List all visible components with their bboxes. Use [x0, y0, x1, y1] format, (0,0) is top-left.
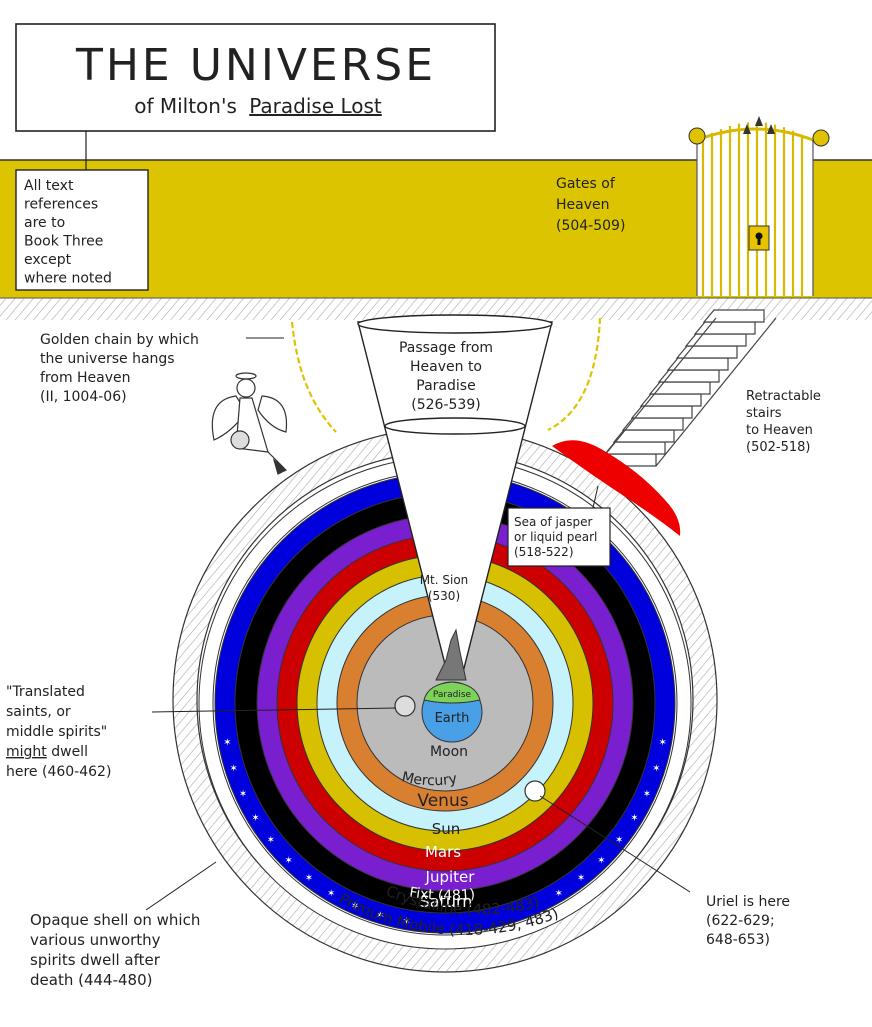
shellLabel-line: death (444-480) [30, 971, 152, 989]
star-icon: ✶ [305, 873, 313, 884]
star-icon: ✶ [658, 737, 666, 748]
paradise [423, 681, 481, 704]
noteLines-line: where noted [24, 271, 112, 287]
heaven-floor [0, 298, 872, 320]
saintsLabel-line: saints, or [6, 704, 71, 720]
shellLabel-line: various unworthy [30, 931, 161, 949]
sionLabel-line: (530) [428, 589, 460, 603]
noteLines-line: All text [24, 178, 74, 194]
noteLines-line: except [24, 252, 72, 268]
sphere-label-sun: Sun [432, 820, 461, 838]
seaLabel-line: or liquid pearl [514, 530, 597, 544]
passageLabel-line: Heaven to [410, 359, 482, 375]
sphere-label-saturn: Saturn [420, 892, 473, 911]
translated-saints-label: "Translated saints, or middle spirits" migh… [6, 684, 111, 780]
sphere-label-mercury: Mercury [400, 769, 458, 789]
star-icon: ✶ [652, 764, 660, 775]
star-icon: ✶ [597, 855, 605, 866]
uriel-marker [524, 780, 546, 802]
noteLines-line: references [24, 197, 98, 213]
title-box: THE UNIVERSE of Milton's Paradise Lost [15, 23, 496, 132]
stairsLabel-line: to Heaven [746, 423, 813, 438]
saintsLabel-line: "Translated [6, 684, 85, 700]
page-title: THE UNIVERSE [75, 40, 436, 91]
urielLabel-line: 648-653) [706, 932, 770, 948]
passage-to-paradise [357, 314, 553, 677]
passageLabel-line: Paradise [416, 378, 475, 394]
golden-chain [290, 317, 602, 433]
star-icon: ✶ [285, 855, 293, 866]
passageLabel-line: (526-539) [411, 397, 480, 413]
sphere-label-jupiter: Jupiter [425, 868, 476, 886]
star-icon: ✶ [630, 813, 638, 824]
stairsLabel-line: Retractable [746, 389, 821, 404]
shellLabel-line: Opaque shell on which [30, 911, 200, 929]
paradise-label: Paradise [433, 690, 472, 700]
stairs-label: Retractable stairs to Heaven (502-518) [746, 389, 821, 455]
noteLines-line: Book Three [24, 234, 103, 250]
page-subtitle: of Milton's Paradise Lost [134, 94, 382, 118]
seaLabel-line: (518-522) [514, 545, 574, 559]
star-icon: ✶ [229, 764, 237, 775]
urielLabel-line: (622-629; [706, 913, 775, 929]
star-icon: ✶ [376, 910, 384, 921]
urielLabel-line: Uriel is here [706, 894, 790, 910]
gatesLabel-line: (504-509) [556, 218, 625, 234]
sea-of-jasper [552, 440, 681, 536]
star-icon: ✶ [327, 888, 335, 899]
sphere-label-moon: Moon [430, 744, 468, 760]
star-icon: ✶ [351, 901, 359, 912]
star-icon: ✶ [239, 789, 247, 800]
star-icon: ✶ [251, 813, 259, 824]
mt-sion [435, 628, 467, 681]
opaque-shell-label: Opaque shell on which various unworthy spi… [30, 911, 200, 989]
retractable-stairs [594, 309, 777, 467]
gatesLabel-line: Heaven [556, 197, 610, 213]
shellLabel-line: spirits dwell after [30, 951, 161, 969]
gatesLabel-line: Gates of [556, 176, 616, 192]
fixed-stars: ✶ ✶ ✶ ✶ ✶ ✶ ✶ ✶ ✶ ✶ ✶ ✶ ✶ ✶ ✶ ✶ ✶ ✶ ✶ [223, 737, 667, 927]
middle-spirits-marker [394, 695, 416, 717]
star-icon: ✶ [555, 888, 563, 899]
chainLabel-line: (II, 1004-06) [40, 389, 127, 405]
sphere-label-earth: Earth [435, 711, 470, 726]
star-icon: ✶ [615, 835, 623, 846]
star-icon: ✶ [267, 835, 275, 846]
angel-icon [211, 372, 288, 475]
seaLabel-line: Sea of jasper [514, 515, 592, 529]
gates-of-heaven [688, 116, 830, 296]
saintsLabel-line: might dwell [6, 744, 88, 760]
stairsLabel-line: (502-518) [746, 440, 810, 455]
passageLabel-line: Passage from [399, 340, 493, 356]
sionLabel-line: Mt. Sion [420, 573, 469, 587]
saintsLabel-line: middle spirits" [6, 724, 107, 740]
references-note: All text references are to Book Three except… [15, 169, 149, 291]
saintsLabel-line: here (460-462) [6, 764, 111, 780]
mt-sion-label: Mt. Sion (530) [420, 573, 469, 603]
golden-chain-label: Golden chain by which the universe hangs f… [40, 332, 199, 405]
chainLabel-line: from Heaven [40, 370, 131, 386]
star-icon: ✶ [402, 917, 410, 928]
sphere-label-mars: Mars [425, 843, 461, 861]
star-icon: ✶ [643, 789, 651, 800]
chainLabel-line: Golden chain by which [40, 332, 199, 348]
sphere-label-venus: Venus [417, 791, 468, 811]
noteLines-line: are to [24, 215, 65, 231]
chainLabel-line: the universe hangs [40, 351, 175, 367]
star-icon: ✶ [223, 737, 231, 748]
sphere-label-fixt: Fixt (481) [408, 885, 476, 904]
stairsLabel-line: stairs [746, 406, 782, 421]
uriel-label: Uriel is here (622-629; 648-653) [706, 894, 790, 948]
gates-label: Gates of Heaven (504-509) [556, 176, 625, 234]
star-icon: ✶ [577, 873, 585, 884]
